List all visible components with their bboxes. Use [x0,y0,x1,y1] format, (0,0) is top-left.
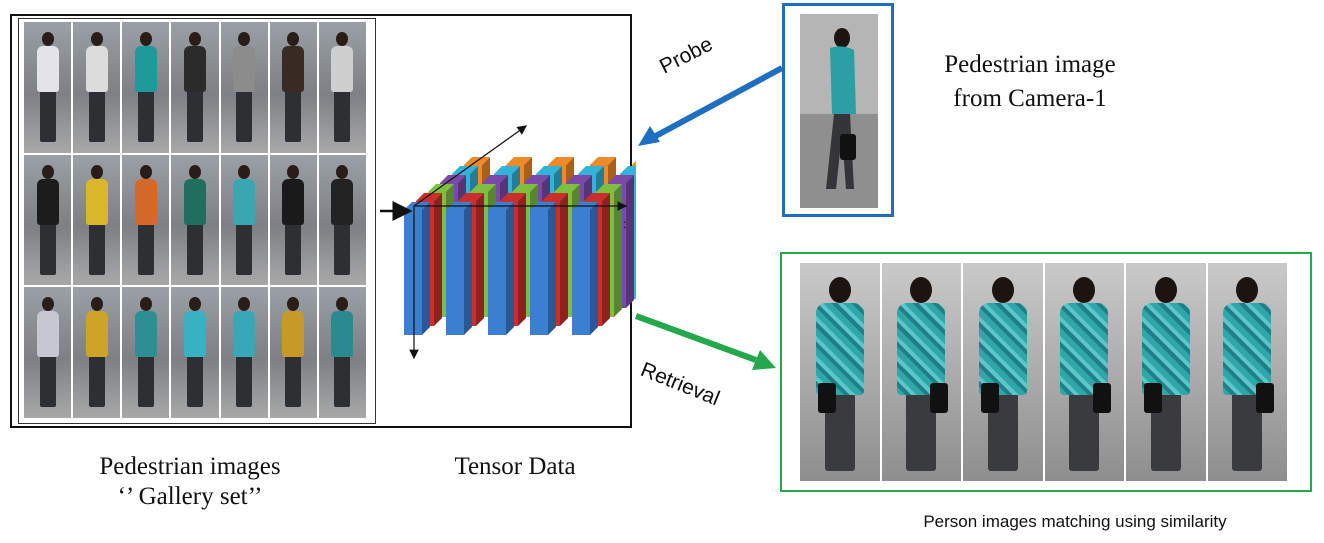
gallery-thumbnail [269,287,317,418]
gallery-thumbnail [171,22,219,153]
gallery-caption-line1: Pedestrian images [99,453,281,480]
tensor-bar-top [506,157,532,165]
tensor-bar [572,210,590,335]
tensor-bar-top [548,157,574,165]
tensor-bar [446,210,464,335]
tensor-bar-side [422,202,430,335]
tensor-bar-side [518,193,526,326]
gallery-thumbnail [73,287,121,418]
gallery-thumbnail [220,287,268,418]
result-thumbnail [963,263,1043,481]
gallery-thumbnail [73,154,121,286]
probe-arrow [638,65,784,146]
tensor-bar-side [590,202,598,335]
gallery-thumbnail [220,154,268,286]
tensor-bar-top [620,166,636,174]
gallery-thumbnail [269,22,317,153]
tensor-ellipsis: : [623,217,626,231]
tensor-bars [404,157,636,335]
result-strip [800,263,1287,481]
tensor-bar-side [548,202,556,335]
gallery-thumbnail [122,287,170,418]
tensor-bar-side [464,202,472,335]
tensor-bar-top [482,175,508,183]
tensor-bar-top [536,166,562,174]
gallery-thumbnail [269,154,317,286]
tensor-bar-top [554,184,580,192]
gallery-thumbnail [220,22,268,153]
retrieval-arrow [634,313,776,370]
tensor-bar-top [632,161,636,165]
tensor-bar-side [434,193,442,326]
tensor-bar-top [596,184,622,192]
gallery-grid [24,22,366,418]
tensor-bar-top [440,175,466,183]
tensor-bar-top [416,193,442,201]
probe-caption-line1: Pedestrian image [944,51,1116,78]
gallery-thumbnail [318,287,366,418]
result-thumbnail [800,263,880,481]
tensor-bar-top [566,175,592,183]
tensor-bar-side [476,193,484,326]
tensor-bar-top [494,166,520,174]
tensor-bar-side [626,175,634,308]
tensor-bar-top [428,184,454,192]
result-thumbnail [881,263,961,481]
probe-caption: Pedestrian image from Camera-1 [905,48,1155,116]
tensor-bar-side [506,202,514,335]
tensor-bar-top [470,184,496,192]
tensor-bar-top [458,193,484,201]
probe-caption-line2: from Camera-1 [953,85,1107,112]
gallery-thumbnail [318,22,366,153]
tensor-bar-top [578,166,604,174]
tensor-bar-side [614,184,622,317]
tensor-bar-top [608,175,634,183]
gallery-thumbnail [73,22,121,153]
tensor-bar [404,210,422,335]
tensor-bar-top [542,193,568,201]
gallery-thumbnail [318,154,366,286]
result-thumbnail [1044,263,1124,481]
gallery-thumbnail [171,154,219,286]
gallery-thumbnail [171,287,219,418]
gallery-caption: Pedestrian images ‘’ Gallery set’’ [60,452,320,512]
tensor-bar-top [500,193,526,201]
tensor-axis-depth [413,125,527,207]
tensor-bar-top [584,193,610,201]
probe-frame [782,3,894,217]
matching-caption: Person images matching using similarity [923,512,1227,531]
tensor-caption: Tensor Data [454,453,576,480]
gallery-thumbnail [122,22,170,153]
gallery-thumbnail [24,287,72,418]
tensor-bar-side [560,193,568,326]
probe-image [800,14,878,208]
tensor-bar [488,210,506,335]
gallery-thumbnail [24,154,72,286]
tensor-bar-side [602,193,610,326]
gallery-thumbnail [122,154,170,286]
tensor-bar-top [524,175,550,183]
tensor-bar [530,210,548,335]
gallery-caption-line2: ‘’ Gallery set’’ [117,483,263,510]
tensor-diagram: : [380,125,636,360]
result-thumbnail [1126,263,1206,481]
result-frame [780,252,1312,492]
result-thumbnail [1207,263,1287,481]
tensor-bar-top [512,184,538,192]
gallery-thumbnail [24,22,72,153]
tensor-bar-top [590,157,616,165]
